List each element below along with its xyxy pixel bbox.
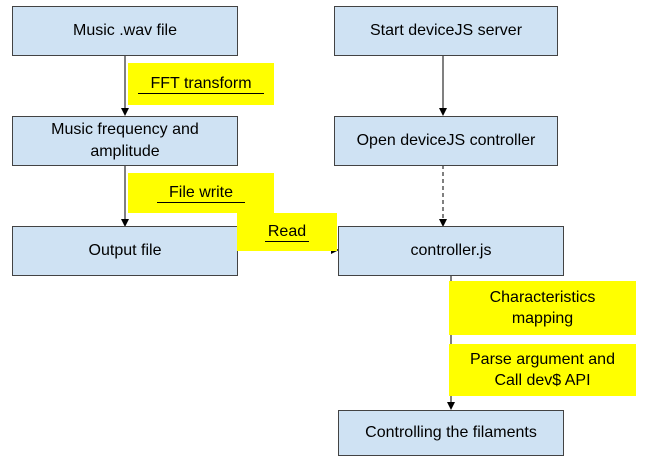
box-controlling-filaments: Controlling the filaments xyxy=(338,410,564,456)
box-controlling-filaments-text: Controlling the filaments xyxy=(365,424,537,441)
box-controller-js: controller.js xyxy=(338,226,564,276)
box-music-wav-file-text: Music .wav file xyxy=(72,22,178,39)
box-music-frequency-line1: Music frequency and xyxy=(51,121,199,138)
label-characteristics-mapping: Characteristics mapping xyxy=(449,281,636,335)
label-parse-argument: Parse argument and Call dev$ API xyxy=(449,344,636,396)
label-fft-transform: FFT transform xyxy=(128,63,274,105)
box-controller-js-text: controller.js xyxy=(410,242,492,259)
label-parse-line2: Call dev$ API xyxy=(494,372,591,389)
label-fft-transform-text: FFT transform xyxy=(138,74,264,94)
label-file-write-text: File write xyxy=(156,183,245,203)
label-file-write: File write xyxy=(128,173,274,213)
box-music-frequency-line2: amplitude xyxy=(90,143,160,160)
box-output-file-text: Output file xyxy=(88,242,162,259)
box-music-frequency-amplitude: Music frequency and amplitude xyxy=(12,116,238,166)
box-open-devicejs-controller-text: Open deviceJS controller xyxy=(356,132,536,149)
label-characteristics-line1: Characteristics xyxy=(489,289,596,306)
box-start-devicejs-server-text: Start deviceJS server xyxy=(369,22,523,39)
label-read-text: Read xyxy=(264,222,310,242)
box-output-file: Output file xyxy=(12,226,238,276)
label-read: Read xyxy=(237,213,337,251)
label-characteristics-line2: mapping xyxy=(511,310,574,327)
box-open-devicejs-controller: Open deviceJS controller xyxy=(334,116,558,166)
box-start-devicejs-server: Start deviceJS server xyxy=(334,6,558,56)
box-music-wav-file: Music .wav file xyxy=(12,6,238,56)
label-parse-line1: Parse argument and xyxy=(470,351,615,368)
